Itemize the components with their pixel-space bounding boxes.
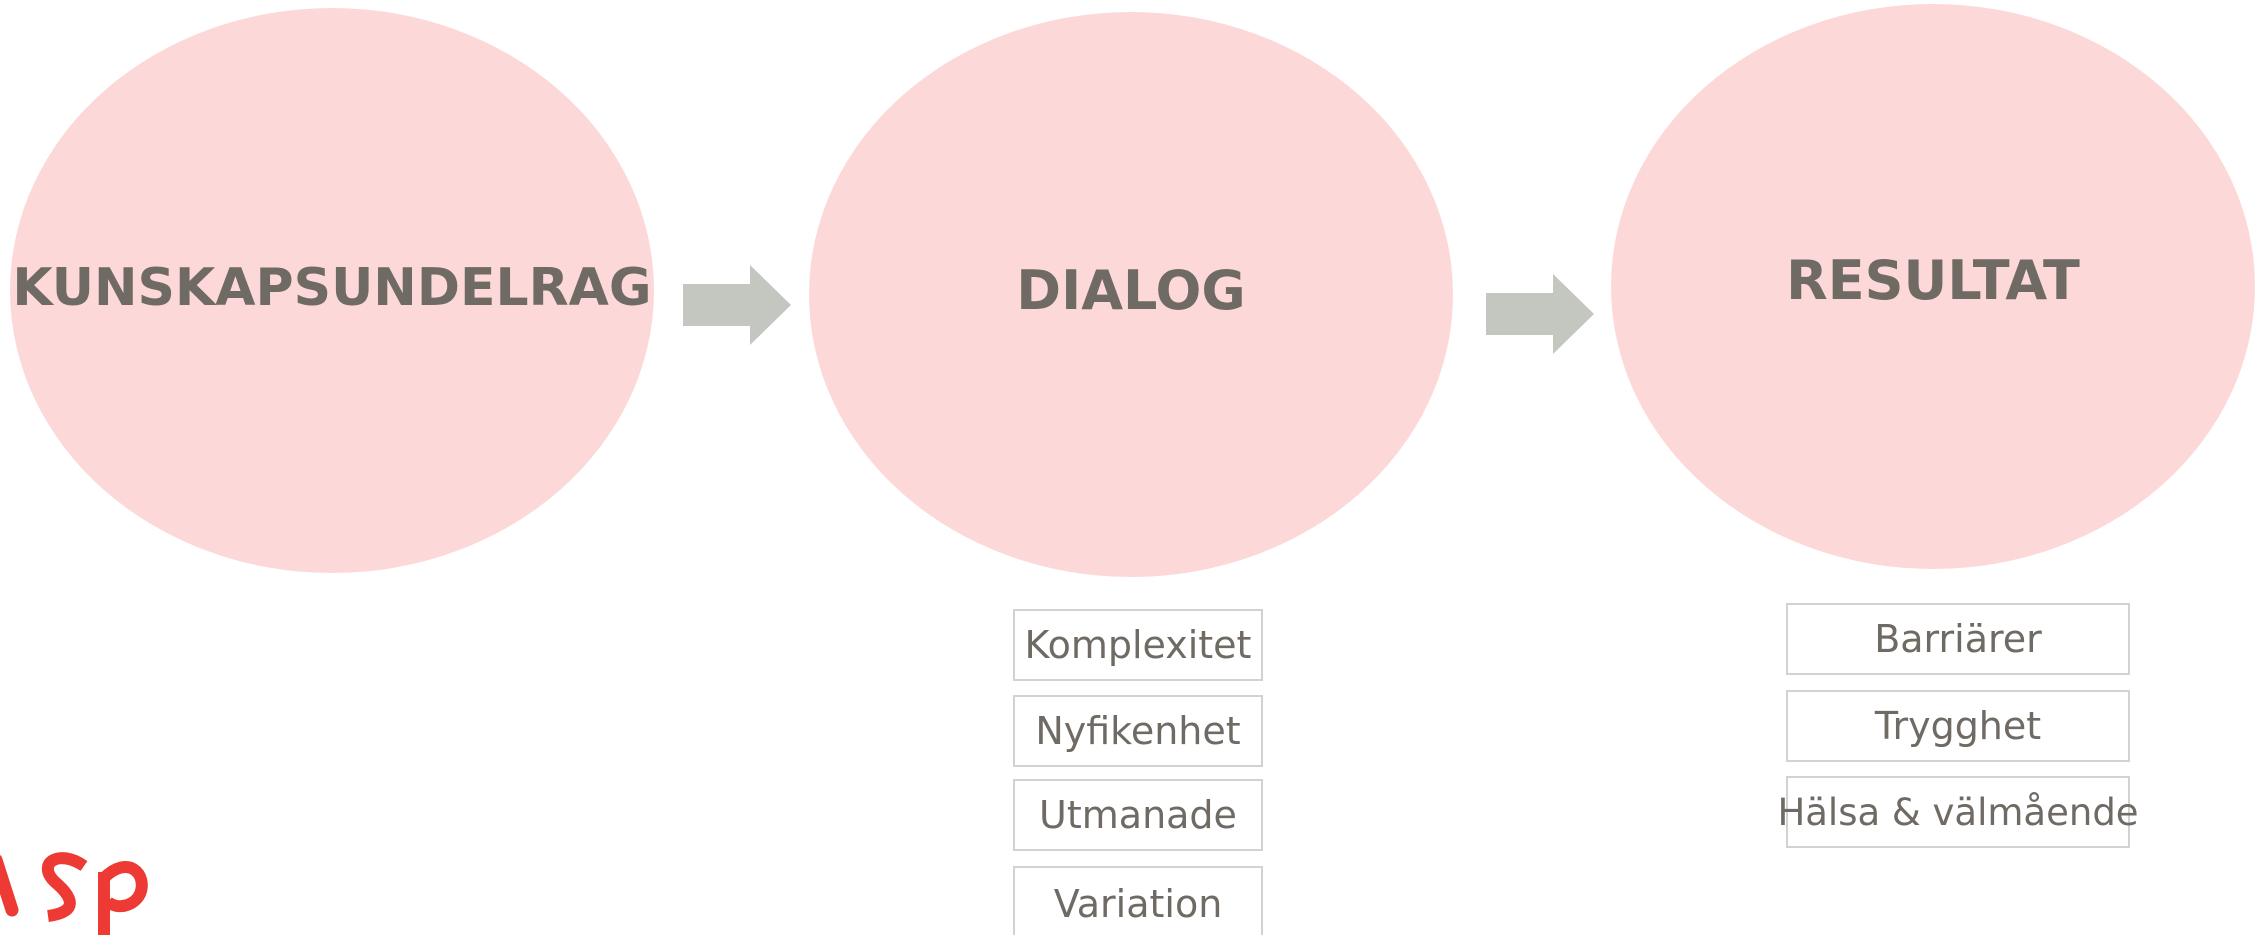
dialog-item-box: Utmanade [1013, 779, 1263, 851]
dialog-item-box: Variation [1013, 866, 1263, 935]
result-item-box: Barriärer [1786, 603, 2130, 675]
step-ellipse-kunskapsundelrag: KUNSKAPSUNDELRAG [10, 8, 654, 573]
logo-partial-icon [0, 852, 148, 935]
dialog-item-box: Nyfikenhet [1013, 695, 1263, 767]
step-label: DIALOG [1016, 259, 1246, 322]
result-item-box: Hälsa & välmående [1777, 776, 2139, 848]
step-label: KUNSKAPSUNDELRAG [12, 257, 652, 318]
step-ellipse-resultat: RESULTAT [1611, 4, 2255, 569]
result-item-box: Trygghet [1786, 690, 2130, 762]
step-ellipse-dialog: DIALOG [809, 12, 1453, 577]
right-arrow-icon [1486, 274, 1594, 354]
step-label: RESULTAT [1786, 249, 2080, 312]
right-arrow-icon [683, 265, 791, 345]
dialog-item-box: Komplexitet [1013, 609, 1263, 681]
